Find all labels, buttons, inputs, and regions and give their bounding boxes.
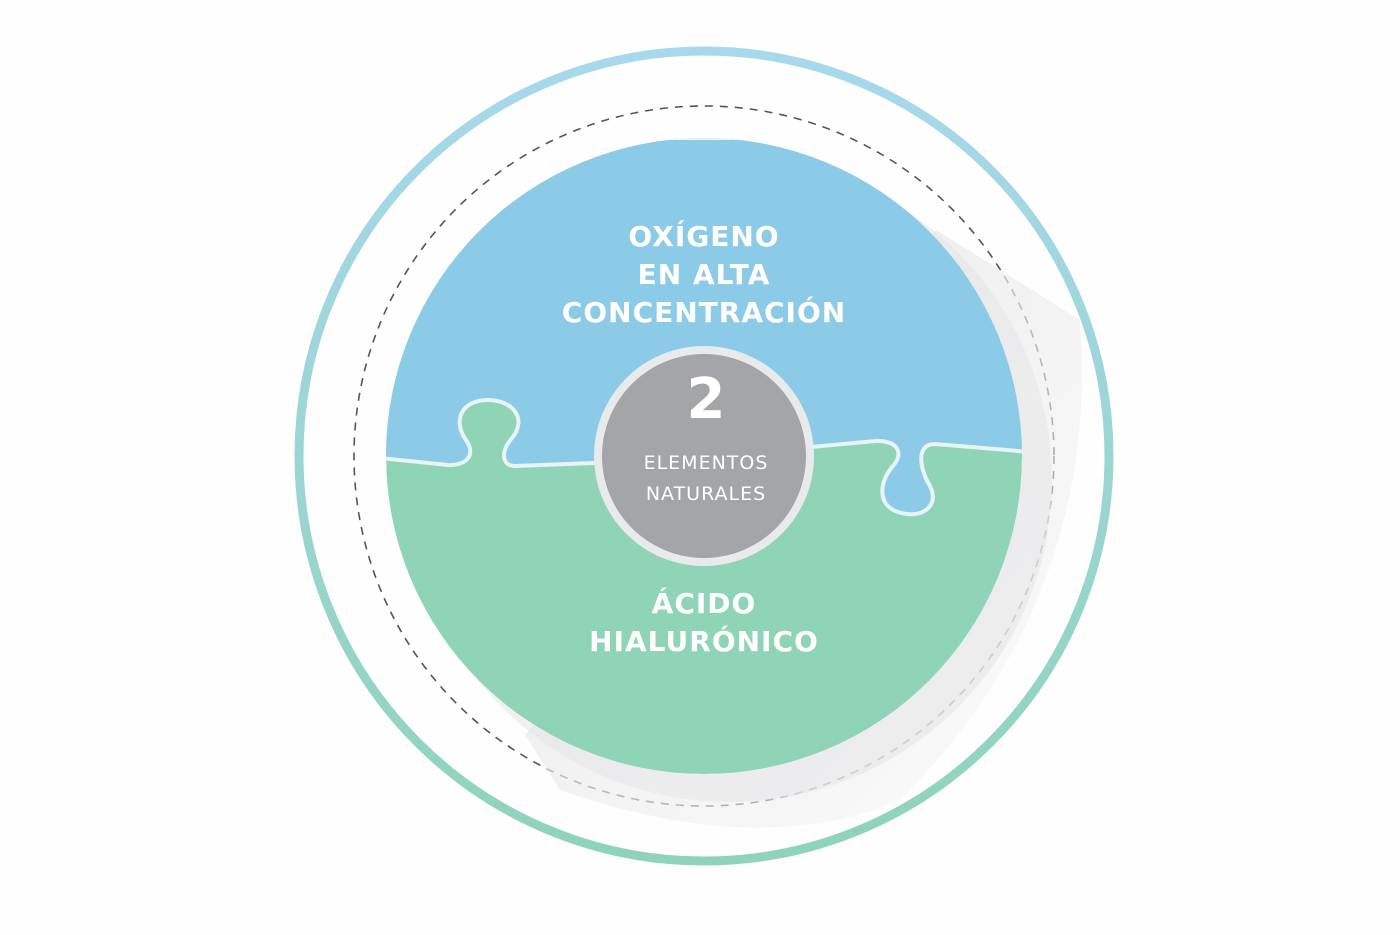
hub-number: 2	[686, 367, 726, 432]
top-piece-line: CONCENTRACIÓN	[561, 296, 847, 329]
center-hub	[602, 354, 806, 558]
hub-label-line: NATURALES	[645, 483, 767, 505]
top-puzzle-piece	[386, 138, 1022, 517]
hub-label: ELEMENTOS NATURALES	[606, 448, 806, 510]
bottom-piece-line: HIALURÓNICO	[589, 625, 819, 658]
hub-label-line: ELEMENTOS	[643, 452, 769, 474]
top-piece-line: EN ALTA	[637, 258, 771, 291]
top-piece-label: OXÍGENO EN ALTA CONCENTRACIÓN	[504, 218, 904, 332]
bottom-piece-label: ÁCIDO HIALURÓNICO	[504, 585, 904, 661]
outer-ring	[294, 46, 1114, 866]
bottom-piece-line: ÁCIDO	[651, 587, 757, 620]
top-piece-line: OXÍGENO	[628, 220, 780, 253]
